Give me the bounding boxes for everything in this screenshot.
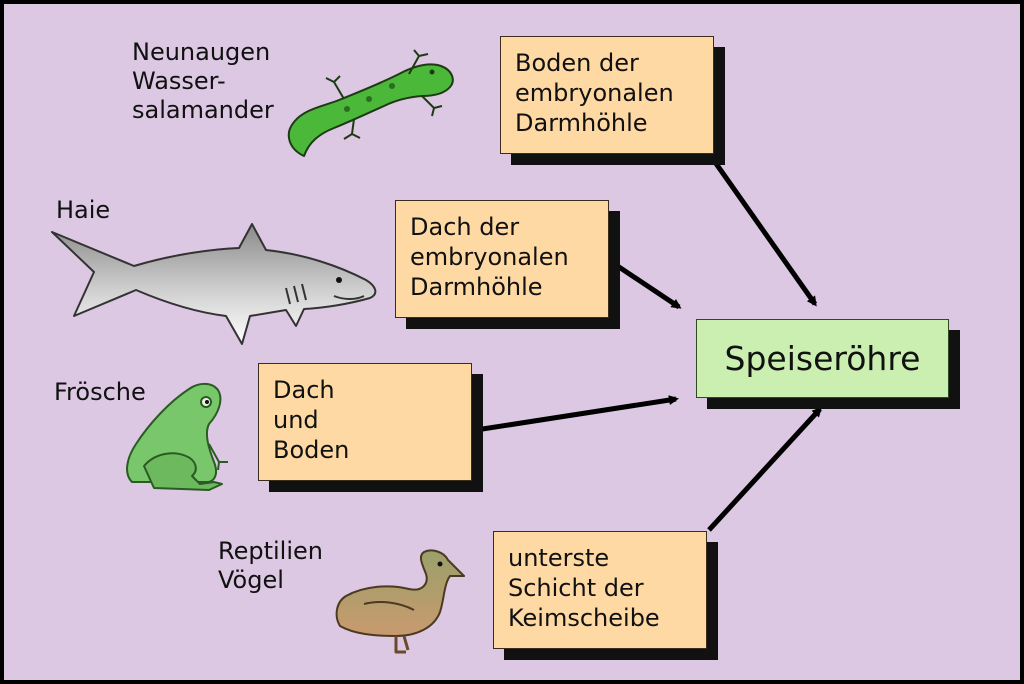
box-roof-text: Dach der embryonalen Darmhöhle xyxy=(410,213,569,301)
box-lowest-layer-text: unterste Schicht der Keimscheibe xyxy=(508,544,660,632)
arrow-roof xyxy=(608,258,682,310)
label-sharks: Haie xyxy=(56,196,111,224)
arrows xyxy=(475,153,823,532)
duck-icon xyxy=(335,549,465,654)
arrow-roof-floor xyxy=(475,395,679,433)
box-roof-embryonic-gut: Dach der embryonalen Darmhöhle xyxy=(395,200,609,318)
frog-icon xyxy=(126,382,228,491)
diagram-graphics xyxy=(51,49,823,654)
box-roof-floor-text: Dach und Boden xyxy=(273,376,350,464)
arrow-floor xyxy=(707,153,818,307)
arrow-lowest-layer xyxy=(707,406,823,532)
target-esophagus: Speiseröhre xyxy=(696,319,949,398)
box-floor-text: Boden der embryonalen Darmhöhle xyxy=(515,49,674,137)
label-lamprey-salamander: Neunaugen Wasser- salamander xyxy=(132,38,274,124)
label-frogs: Frösche xyxy=(54,378,146,406)
box-roof-and-floor: Dach und Boden xyxy=(258,363,472,481)
shark-icon xyxy=(51,223,377,345)
salamander-icon xyxy=(287,49,454,157)
target-label: Speiseröhre xyxy=(724,339,921,378)
label-reptiles-birds: Reptilien Vögel xyxy=(218,537,323,594)
box-floor-embryonic-gut: Boden der embryonalen Darmhöhle xyxy=(500,36,714,154)
diagram-canvas: Neunaugen Wasser- salamander Haie Frösch… xyxy=(4,4,1020,680)
box-lowest-layer: unterste Schicht der Keimscheibe xyxy=(493,531,707,649)
